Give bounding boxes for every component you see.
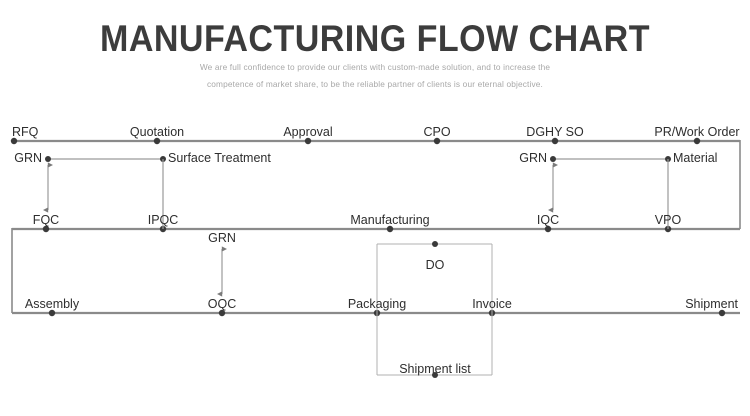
node-label-dghy-so-0: DGHY SO: [526, 125, 584, 139]
box-label-do: DO: [425, 258, 445, 272]
page-title: MANUFACTURING FLOW CHART: [100, 18, 650, 59]
node-dot-fqc[interactable]: [42, 225, 50, 233]
node-label-assembly-2: Assembly: [24, 297, 80, 311]
node-label-iqc-1: IQC: [536, 213, 560, 227]
box-dot-do[interactable]: [432, 241, 438, 247]
branch-dot-grn-0[interactable]: [45, 156, 51, 162]
node-label-rfq-0: RFQ: [12, 125, 39, 139]
node-label-pr-work-order-0: PR/Work Order: [654, 125, 740, 139]
node-label-fqc-1: FQC: [32, 213, 60, 227]
branch-label-material-3: Material: [673, 151, 718, 165]
node-dot-approval[interactable]: [304, 137, 312, 145]
branch-label-surface-treatment-1: Surface Treatment: [168, 151, 271, 165]
branch-label-grn-0: GRN: [14, 151, 42, 165]
node-label-approval-0: Approval: [283, 125, 333, 139]
page-subtitle: We are full confidence to provide our cl…: [199, 62, 551, 89]
node-dot-cpo[interactable]: [433, 137, 441, 145]
node-dot-dghy-so[interactable]: [551, 137, 559, 145]
branch-label-grn-4: GRN: [208, 231, 236, 245]
box-label-shipment-list: Shipment list: [399, 362, 471, 376]
node-label-invoice-2: Invoice: [472, 297, 512, 311]
branch-label-grn-2: GRN: [519, 151, 547, 165]
branch-dot-grn-2[interactable]: [550, 156, 556, 162]
node-label-oqc-2: OQC: [207, 297, 237, 311]
node-dot-pr-work-order[interactable]: [693, 137, 701, 145]
box-dot-shipment-list[interactable]: [432, 372, 438, 378]
node-label-manufacturing-1: Manufacturing: [350, 213, 430, 227]
node-dot-manufacturing[interactable]: [386, 225, 394, 233]
node-dot-rfq[interactable]: [10, 137, 18, 145]
node-label-shipment-2: Shipment: [685, 297, 738, 311]
node-dot-oqc[interactable]: [218, 309, 226, 317]
node-label-quotation-0: Quotation: [129, 125, 185, 139]
node-label-ipqc-1: IPQC: [147, 213, 179, 227]
node-dot-assembly[interactable]: [48, 309, 56, 317]
node-dot-iqc[interactable]: [544, 225, 552, 233]
node-dot-quotation[interactable]: [153, 137, 161, 145]
node-dot-shipment[interactable]: [718, 309, 726, 317]
node-label-packaging-2: Packaging: [347, 297, 407, 311]
node-label-cpo-0: CPO: [423, 125, 451, 139]
flow-graphics: [10, 137, 741, 378]
node-label-vpo-1: VPO: [654, 213, 682, 227]
